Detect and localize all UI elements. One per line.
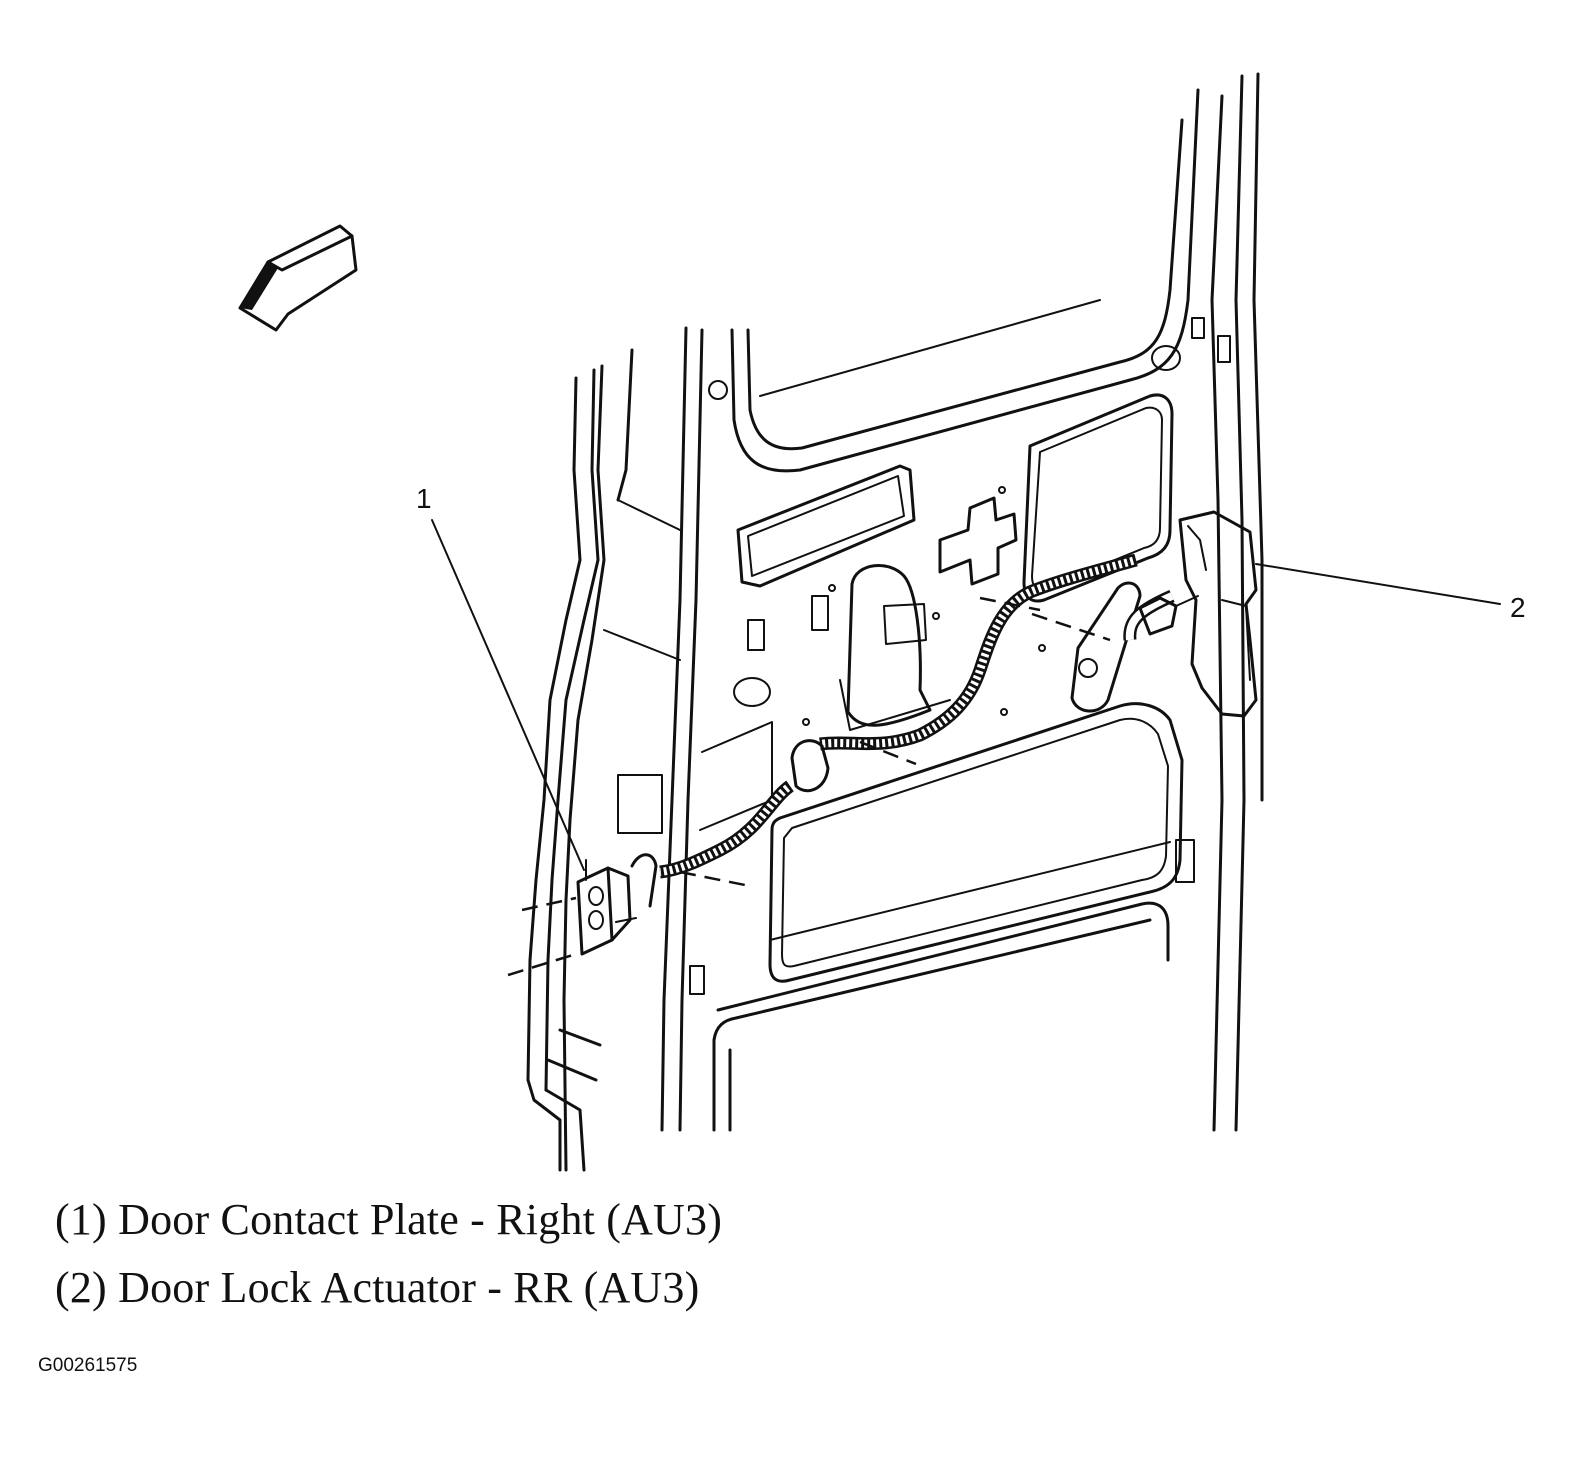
callout-1-number: 1 [416,483,432,514]
door-frame [660,72,1264,1132]
door-contact-plate [576,853,658,956]
legend-item-1: (1) Door Contact Plate - Right (AU3) [55,1195,723,1244]
callout-2-leader-line [1255,563,1501,605]
callout-1-leader-line [431,519,585,871]
callout-leaders [431,519,1501,871]
forward-direction-arrow-icon [238,224,358,332]
figure-code: G00261575 [38,1355,138,1376]
callout-2-number: 2 [1510,592,1526,623]
door-inner-panel [689,345,1258,1132]
body-pillar [526,348,681,1172]
legend-item-2: (2) Door Lock Actuator - RR (AU3) [55,1263,700,1312]
wiring-harness [507,553,1199,977]
